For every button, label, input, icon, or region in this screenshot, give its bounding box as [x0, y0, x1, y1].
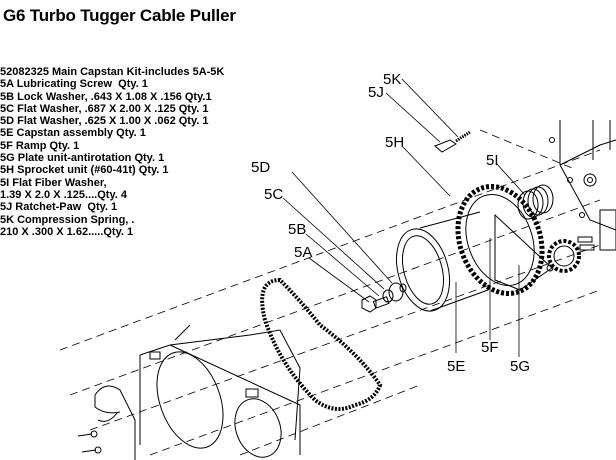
callout-5G: 5G: [510, 358, 530, 375]
parts-list-item: 5D Flat Washer, .625 X 1.00 X .062 Qty. …: [0, 115, 209, 128]
parts-list-item: 5K Compression Spring, .: [0, 213, 135, 226]
parts-list-item: 52082325 Main Capstan Kit-includes 5A-5K: [0, 66, 225, 78]
washer-stack: [361, 282, 407, 313]
housing-frame: [549, 120, 616, 251]
callout-5D: 5D: [251, 159, 270, 176]
callout-5F: 5F: [481, 339, 499, 356]
callout-5A: 5A: [294, 244, 312, 261]
callout-5C: 5C: [264, 186, 283, 203]
parts-list-item: 5E Capstan assembly Qty. 1: [0, 127, 146, 140]
leader-lines: [282, 78, 526, 357]
callout-5I: 5I: [486, 152, 499, 169]
callout-5B: 5B: [288, 221, 306, 238]
callout-5E: 5E: [447, 358, 465, 375]
callout-5H: 5H: [385, 134, 404, 151]
parts-list-item: 5B Lock Washer, .643 X 1.08 X .156 Qty.1: [0, 90, 212, 103]
parts-list-item: 5H Sprocket unit (#60-41t) Qty. 1: [0, 164, 169, 177]
small-sprocket: [547, 236, 595, 273]
parts-list-item: 5I Flat Fiber Washer,: [0, 176, 107, 189]
parts-list: 52082325 Main Capstan Kit-includes 5A-5K…: [0, 66, 224, 238]
bracket: [77, 385, 136, 460]
assembly-axis-lines: [59, 129, 601, 456]
sprocket: [455, 184, 554, 296]
callout-5K: 5K: [383, 71, 401, 88]
parts-list-item: 5C Flat Washer, .687 X 2.00 X .125 Qty. …: [0, 102, 209, 115]
parts-list-item: 5A Lubricating Screw Qty. 1: [0, 78, 148, 91]
ratchet-paw-and-spring: [434, 130, 471, 153]
capstan: [396, 211, 489, 312]
parts-list-item: 1.39 X 2.0 X .125....Qty. 4: [0, 188, 127, 201]
fiber-washers: [517, 184, 554, 220]
diagram-title: G6 Turbo Tugger Cable Puller: [3, 6, 236, 25]
parts-list-item: 5G Plate unit-antirotation Qty. 1: [0, 152, 165, 165]
parts-list-item: 5J Ratchet-Paw Qty. 1: [0, 201, 118, 214]
parts-list-item: 210 X .300 X 1.62.....Qty. 1: [0, 225, 134, 238]
callout-5J: 5J: [368, 84, 384, 101]
parts-list-item: 5F Ramp Qty. 1: [0, 139, 80, 152]
chain: [260, 277, 383, 411]
